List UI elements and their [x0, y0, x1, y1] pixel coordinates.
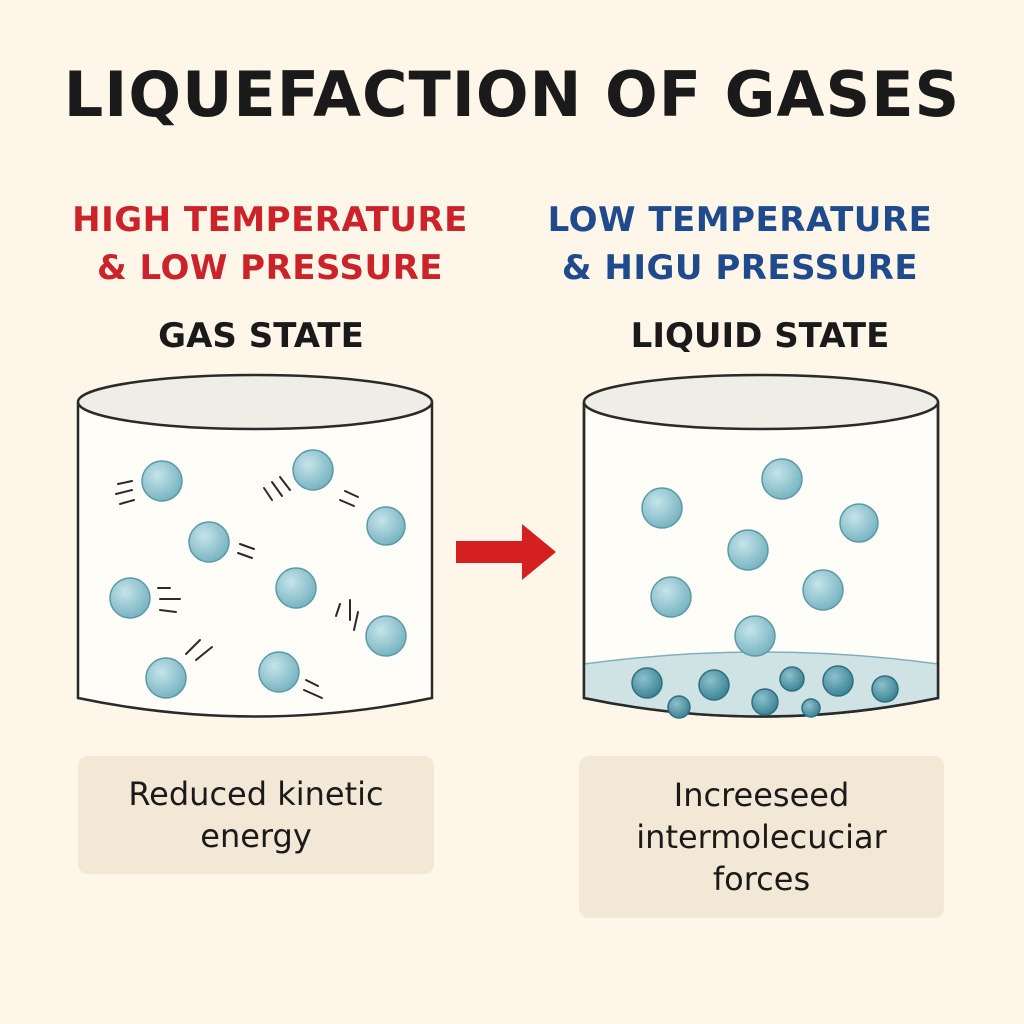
liquid-particle: [822, 665, 854, 697]
vapor-particle: [839, 503, 879, 543]
vapor-particle: [802, 569, 844, 611]
liquid-particle: [698, 669, 730, 701]
liquid-particle: [667, 695, 691, 719]
liquid-caption-line1: Increeseed: [673, 776, 850, 814]
gas-state-label: GAS STATE: [158, 316, 364, 356]
motion-lines: [115, 476, 359, 699]
gas-caption-line2: energy: [200, 817, 312, 855]
gas-particle: [258, 651, 300, 693]
liquid-particle: [631, 667, 663, 699]
gas-particle: [145, 657, 187, 699]
gas-particle: [141, 460, 183, 502]
gas-particle: [292, 449, 334, 491]
left-condition-line1: HIGH TEMPERATURE: [72, 200, 468, 240]
liquid-state-label: LIQUID STATE: [630, 316, 890, 356]
left-condition-line2: & LOW PRESSURE: [97, 248, 443, 288]
gas-container: [76, 373, 434, 718]
liquid-caption-line3: forces: [712, 860, 811, 898]
liquid-particle: [779, 666, 805, 692]
liquid-particle: [751, 688, 779, 716]
right-condition-line1: LOW TEMPERATURE: [547, 200, 933, 240]
gas-particle: [188, 521, 230, 563]
vapor-particle: [734, 615, 776, 657]
diagram-title: LIQUEFACTION OF GASES: [63, 58, 961, 131]
gas-caption-line1: Reduced kinetic: [128, 775, 384, 813]
right-condition-line2: & HIGU PRESSURE: [561, 248, 919, 288]
vapor-particle: [650, 576, 692, 618]
gas-particle: [365, 615, 407, 657]
liquid-caption-box: Increeseed intermolecuciar forces: [579, 756, 944, 918]
right-condition: LOW TEMPERATURE & HIGU PRESSURE: [530, 196, 950, 292]
vapor-particle: [761, 458, 803, 500]
gas-particle: [109, 577, 151, 619]
vapor-particle: [727, 529, 769, 571]
vapor-particle: [641, 487, 683, 529]
liquid-particle: [871, 675, 899, 703]
liquid-particles: [631, 665, 899, 719]
right-arrow-icon: [456, 524, 556, 580]
liquid-particle: [801, 698, 821, 718]
left-condition: HIGH TEMPERATURE & LOW PRESSURE: [40, 196, 500, 292]
liquid-vapor-particles: [641, 458, 879, 657]
gas-particle: [366, 506, 406, 546]
gas-particle: [275, 567, 317, 609]
gas-particles: [109, 449, 407, 699]
liquid-caption-line2: intermolecuciar: [636, 818, 887, 856]
gas-caption-box: Reduced kinetic energy: [78, 756, 434, 874]
